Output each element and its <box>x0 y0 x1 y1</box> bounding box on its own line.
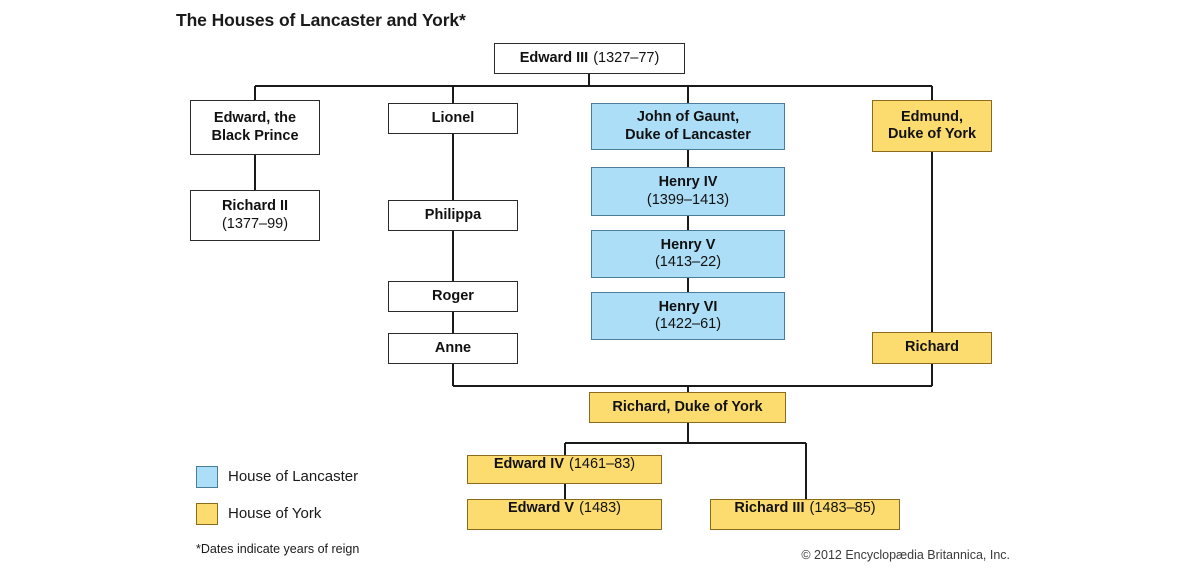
node-dates: (1399–1413) <box>646 191 730 208</box>
node-name: Henry V <box>660 236 716 253</box>
node-dates: (1483) <box>579 500 621 516</box>
node-name-line2: Duke of York <box>887 126 977 142</box>
node-henry4[interactable]: Henry IV (1399–1413) <box>591 167 785 216</box>
node-dates: (1461–83) <box>569 456 636 472</box>
node-richard-duke-of-york[interactable]: Richard, Duke of York <box>589 392 786 423</box>
node-name: Edward III <box>519 49 589 66</box>
node-name: Edmund, <box>900 108 964 125</box>
node-anne[interactable]: Anne <box>388 333 518 364</box>
node-richard-york[interactable]: Richard <box>872 332 992 364</box>
node-philippa[interactable]: Philippa <box>388 200 518 231</box>
node-name: Henry VI <box>658 298 718 315</box>
node-richard2[interactable]: Richard II (1377–99) <box>190 190 320 241</box>
node-henry6[interactable]: Henry VI (1422–61) <box>591 292 785 340</box>
node-name: Richard, Duke of York <box>612 398 763 415</box>
node-dates: (1483–85) <box>809 500 876 516</box>
node-edward4[interactable]: Edward IV (1461–83) <box>467 455 662 484</box>
page-title: The Houses of Lancaster and York* <box>176 10 466 30</box>
node-name: Richard II <box>221 198 289 215</box>
node-name: Edward, the <box>213 110 297 127</box>
node-roger[interactable]: Roger <box>388 281 518 312</box>
node-dates: (1377–99) <box>221 215 289 232</box>
node-name: Lionel <box>431 109 475 126</box>
node-dates: (1327–77) <box>593 49 660 66</box>
node-henry5[interactable]: Henry V (1413–22) <box>591 230 785 278</box>
node-edward5[interactable]: Edward V (1483) <box>467 499 662 530</box>
node-name-line2: Black Prince <box>211 127 299 144</box>
node-john-of-gaunt[interactable]: John of Gaunt, Duke of Lancaster <box>591 103 785 150</box>
legend-label-lancaster: House of Lancaster <box>228 468 359 485</box>
node-name-line2: Duke of Lancaster <box>625 126 751 143</box>
node-dates: (1422–61) <box>654 316 722 332</box>
node-richard3[interactable]: Richard III (1483–85) <box>710 499 900 530</box>
node-black-prince[interactable]: Edward, the Black Prince <box>190 100 320 155</box>
node-name: Anne <box>434 339 472 356</box>
node-edmund[interactable]: Edmund, Duke of York <box>872 100 992 152</box>
legend-label-york: House of York <box>228 505 322 522</box>
node-name: Richard <box>905 339 959 356</box>
york-swatch <box>196 503 218 525</box>
node-name: Edward IV <box>493 456 564 472</box>
node-name: Henry IV <box>658 174 718 191</box>
node-edward3[interactable]: Edward III (1327–77) <box>494 43 685 74</box>
footnote: *Dates indicate years of reign <box>196 542 360 556</box>
node-lionel[interactable]: Lionel <box>388 103 518 134</box>
node-name: Philippa <box>424 206 482 223</box>
node-name: Roger <box>432 287 474 304</box>
copyright-notice: © 2012 Encyclopædia Britannica, Inc. <box>801 548 1010 562</box>
node-name: Richard III <box>734 500 805 516</box>
node-name: Edward V <box>508 500 575 516</box>
lancaster-swatch <box>196 466 218 488</box>
node-name: John of Gaunt, <box>636 109 740 126</box>
node-dates: (1413–22) <box>654 254 722 270</box>
